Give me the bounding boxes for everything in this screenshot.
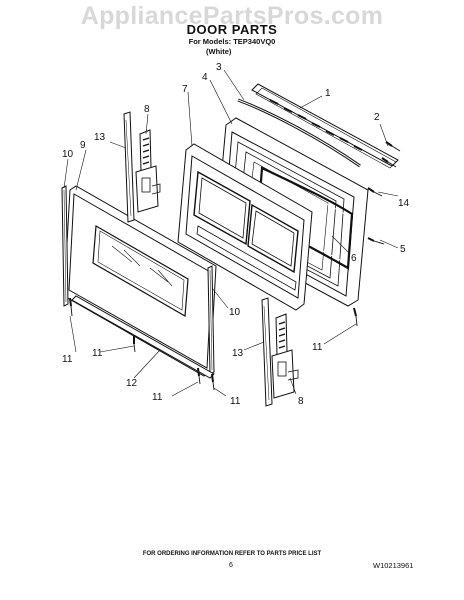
watermark-text: AppliancePartsPros.com [80,2,384,30]
part-door-frame [177,143,313,311]
screw-icon [69,141,401,391]
callout-13-lower: 13 [232,348,244,359]
callout-4: 4 [202,72,208,83]
callout-2: 2 [374,112,380,123]
callout-12: 12 [126,378,138,389]
part-bottom-trim [71,295,215,379]
callout-10-right: 10 [229,307,241,318]
callout-10-left: 10 [62,149,74,160]
callout-8-lower: 8 [298,396,304,407]
page-title: DOOR PARTS [186,22,278,37]
part-side-trim-right [207,265,215,375]
callout-11-right: 11 [312,342,323,353]
callout-11-left: 11 [62,354,73,365]
callout-3: 3 [216,62,222,73]
leader-lines [63,69,399,397]
part-side-trim-left [61,185,69,307]
callout-11-bottom-left: 11 [152,392,163,403]
callout-8-upper: 8 [144,104,150,115]
callout-9: 9 [80,140,86,151]
models-subtitle: For Models: TEP340VQ0 [188,37,276,46]
callout-7: 7 [182,84,188,95]
ordering-note: FOR ORDERING INFORMATION REFER TO PARTS … [142,551,322,557]
color-subtitle: (White) [206,47,232,56]
part-outer-door-panel [63,185,217,377]
callout-labels: 1 2 3 4 5 6 7 8 8 9 10 10 11 11 11 11 11… [62,62,410,407]
callout-6: 6 [351,253,357,264]
part-hinge-receiver-upper [123,111,135,223]
callout-14: 14 [398,198,410,209]
page-number: 6 [229,562,233,569]
callout-11-center: 11 [92,348,103,359]
callout-13-upper: 13 [94,132,106,143]
callout-11-bottom-right: 11 [230,396,241,407]
part-hinge-lower [271,313,299,399]
part-hinge-upper [135,129,161,213]
callout-5: 5 [400,244,406,255]
document-number: W10213961 [373,561,414,570]
callout-1: 1 [325,88,331,99]
part-vent-trim [251,83,399,169]
part-hinge-receiver-lower [261,297,273,407]
